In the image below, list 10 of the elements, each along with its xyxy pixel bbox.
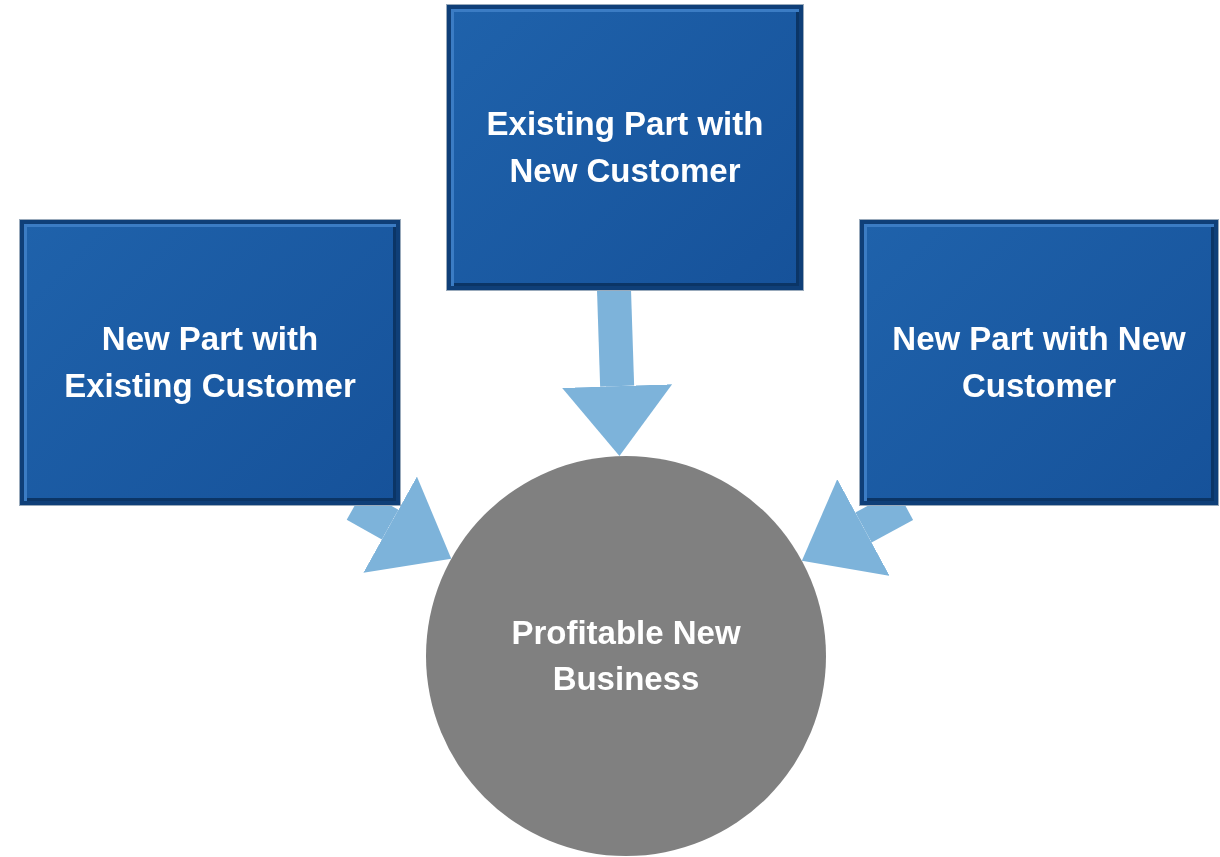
node-label: Existing Part with New Customer [485, 104, 765, 191]
process-box [860, 220, 1218, 505]
block-arrow [562, 289, 673, 457]
process-box [20, 220, 400, 505]
process-box [447, 5, 803, 290]
node-label: New Part with Existing Customer [63, 319, 357, 406]
node-label: New Part with New Customer [891, 319, 1187, 406]
block-arrow [346, 476, 452, 573]
block-arrow [801, 479, 914, 576]
node-label: Profitable New Business [510, 612, 742, 699]
